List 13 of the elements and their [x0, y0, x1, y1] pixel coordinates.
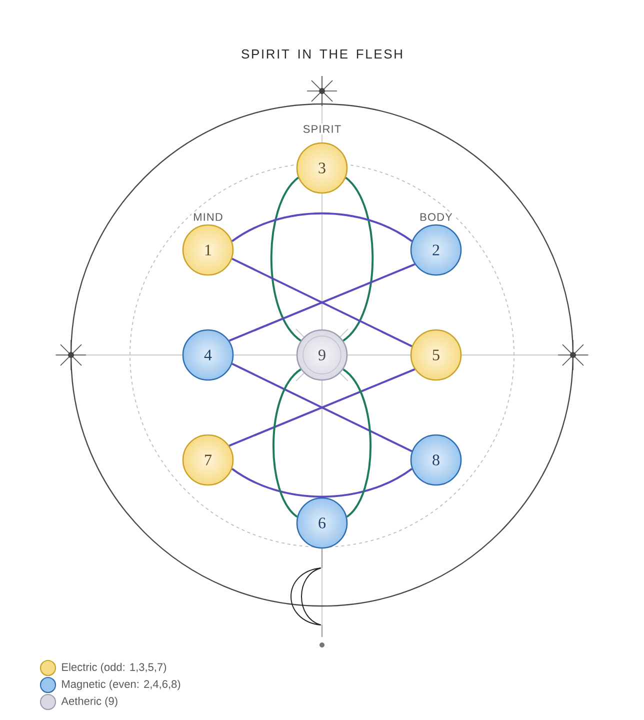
connector-curve [232, 468, 412, 498]
connector-curve [272, 368, 302, 518]
legend-text: Aetheric (9) [61, 696, 118, 708]
circle-label: SPIRIT [301, 124, 343, 134]
connector-curve [270, 176, 302, 342]
connector-curve [232, 212, 412, 242]
legend-text: Magnetic (even: 2,4,6,8) [62, 680, 180, 690]
legend-text: Electric (odd: 1,3,5,7) [62, 662, 166, 674]
circle-label: BODY [418, 212, 454, 222]
connector-curve [342, 176, 374, 342]
title: SPIRIT IN THE FLESH [242, 49, 402, 59]
connector-curve [342, 368, 372, 518]
circle-label: MIND [192, 212, 224, 222]
